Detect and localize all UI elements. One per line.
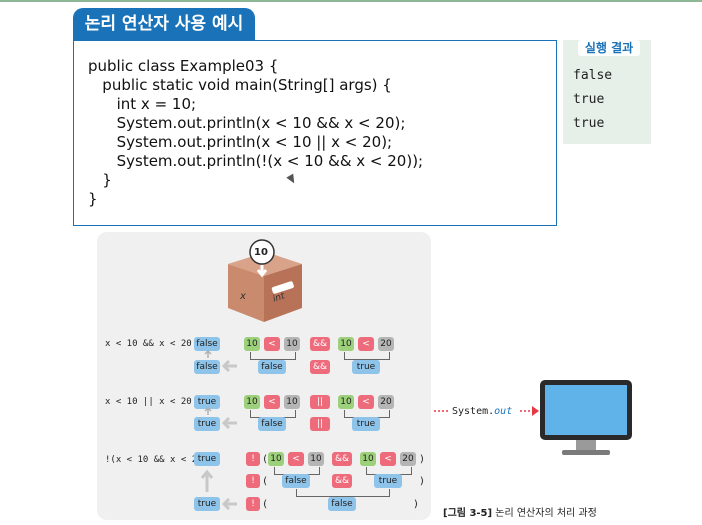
code-line: } (88, 190, 98, 208)
monitor-icon (540, 380, 632, 455)
operand-chip: 10 (284, 337, 300, 351)
result-title: 실행 결과 (578, 40, 640, 56)
operand-chip: 10 (244, 337, 260, 351)
operator-chip: || (310, 417, 330, 431)
code-line: System.out.println(!(x < 10 && x < 20)); (88, 152, 424, 170)
code-text: public class Example03 { public static v… (88, 57, 423, 209)
operator-chip: < (288, 452, 304, 466)
expression-label: x < 10 && x < 20 (105, 339, 192, 349)
result-chip: false (282, 474, 310, 488)
operand-chip: 20 (400, 452, 416, 466)
paren-open: ( (262, 476, 269, 487)
result-chip: false (328, 497, 356, 511)
expression-label: !(x < 10 && x < 20) (105, 455, 208, 465)
operand-chip: 10 (284, 395, 300, 409)
operator-chip: < (358, 337, 374, 351)
code-line: System.out.println(x < 10 || x < 20); (88, 133, 393, 151)
bracket-line (250, 352, 296, 360)
result-chip: true (352, 417, 380, 431)
operator-chip: && (310, 337, 330, 351)
output-arrow-icon (434, 406, 539, 416)
system-out-label: System.out (452, 406, 512, 417)
result-chip: true (374, 474, 402, 488)
operator-chip: ! (246, 474, 260, 488)
operator-chip: && (332, 452, 352, 466)
caption-text: 논리 연산자의 처리 과정 (492, 508, 597, 519)
operator-chip: < (358, 395, 374, 409)
section-title: 논리 연산자 사용 예시 (73, 8, 255, 40)
result-chip: true (194, 417, 220, 431)
operand-chip: 10 (338, 395, 354, 409)
expression-label: x < 10 || x < 20 (105, 397, 192, 407)
variable-box-icon (228, 239, 302, 322)
result-line: true (573, 116, 605, 131)
paren-close: ) (419, 454, 426, 465)
operand-chip: 10 (268, 452, 284, 466)
result-line: false (573, 68, 613, 83)
paren-close: ) (413, 499, 420, 510)
result-chip: true (352, 360, 380, 374)
box-variable: x (240, 291, 246, 302)
figure-caption: [그림 3-5] 논리 연산자의 처리 과정 (443, 504, 597, 519)
operand-chip: 10 (338, 337, 354, 351)
result-chip: false (194, 360, 220, 374)
bracket-line (296, 489, 390, 497)
bracket-line (344, 352, 390, 360)
result-line: true (573, 92, 605, 107)
operator-chip: ! (246, 452, 260, 466)
result-chip: true (194, 452, 220, 466)
result-chip: false (258, 417, 286, 431)
code-line: } (88, 171, 112, 189)
operator-chip: && (332, 474, 352, 488)
top-divider (0, 0, 702, 2)
system-out-suffix: out (494, 406, 513, 417)
code-block: public class Example03 { public static v… (73, 40, 557, 226)
result-chip: false (258, 360, 286, 374)
code-line: public class Example03 { (88, 57, 279, 75)
operand-chip: 10 (360, 452, 376, 466)
code-line: System.out.println(x < 10 && x < 20); (88, 114, 406, 132)
paren-open: ( (262, 499, 269, 510)
flow-arrows-icon (200, 349, 237, 511)
code-line: int x = 10; (88, 95, 197, 113)
operator-chip: || (310, 395, 330, 409)
operand-chip: 20 (378, 395, 394, 409)
operator-chip: && (310, 360, 330, 374)
result-chip: false (194, 337, 220, 351)
operand-chip: 10 (308, 452, 324, 466)
caption-number: [그림 3-5] (443, 508, 493, 519)
paren-open: ( (262, 454, 269, 465)
code-line: public static void main(String[] args) { (88, 76, 392, 94)
operator-chip: < (380, 452, 396, 466)
paren-close: ) (419, 476, 426, 487)
operator-chip: < (264, 337, 280, 351)
operand-chip: 20 (378, 337, 394, 351)
operand-chip: 10 (244, 395, 260, 409)
result-chip: true (194, 395, 220, 409)
operator-chip: ! (246, 497, 260, 511)
result-chip: true (194, 497, 220, 511)
system-out-prefix: System. (452, 406, 495, 417)
result-panel (563, 40, 651, 144)
operator-chip: < (264, 395, 280, 409)
box-value: 10 (254, 247, 268, 258)
